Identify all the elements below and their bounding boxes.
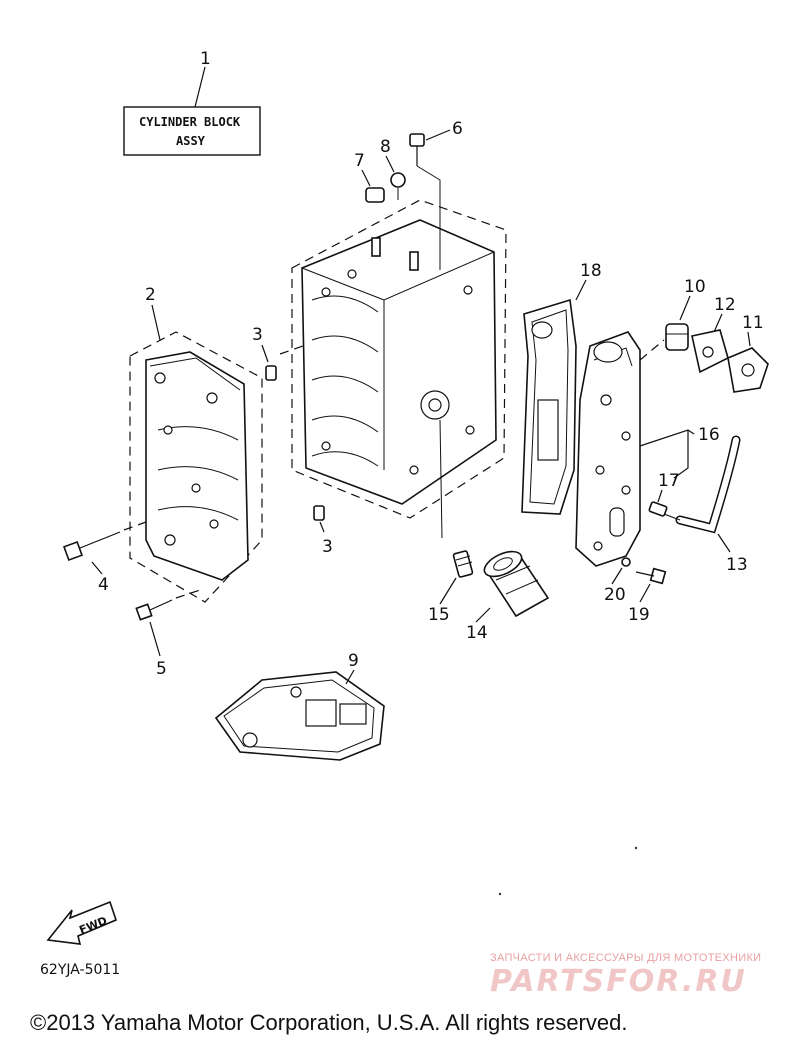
plug-6 <box>409 133 425 166</box>
bolt-19 <box>635 567 667 585</box>
bolt-5 <box>135 599 173 621</box>
callout-20: 20 <box>604 585 626 605</box>
watermark-tagline: ЗАПЧАСТИ И АКСЕССУАРЫ ДЛЯ МОТОТЕХНИКИ <box>490 952 762 964</box>
callout-14: 14 <box>466 623 488 643</box>
title-box-line2: ASSY <box>176 134 206 148</box>
washer-20 <box>621 557 631 567</box>
callout-3-lower: 3 <box>322 537 333 557</box>
callout-9: 9 <box>348 651 359 671</box>
parts-diagram: 1 CYLINDER BLOCK ASSY 2 3 3 4 <box>46 49 769 945</box>
cylinder-block-title-box <box>123 106 261 156</box>
callout-17: 17 <box>658 471 680 491</box>
callout-10: 10 <box>684 277 706 297</box>
callout-16: 16 <box>698 425 720 445</box>
gasket-9 <box>214 671 385 761</box>
oil-filter-14 <box>483 550 550 618</box>
callout-18: 18 <box>580 261 602 281</box>
callout-2: 2 <box>145 285 156 305</box>
callout-3-upper: 3 <box>252 325 263 345</box>
dowel-pin-upper <box>265 365 277 381</box>
bolt-4 <box>63 531 121 561</box>
title-box-line1: CYLINDER BLOCK <box>139 115 241 129</box>
callout-12: 12 <box>714 295 736 315</box>
gasket-8 <box>390 172 406 188</box>
dowel-pin-lower <box>313 505 325 521</box>
callout-11: 11 <box>742 313 764 333</box>
callout-4: 4 <box>98 575 109 595</box>
cylinder-block <box>291 199 507 539</box>
diagram-code: 62YJA-5011 <box>40 962 121 978</box>
plug-7 <box>365 187 385 203</box>
cylinder-head <box>129 331 263 603</box>
copyright-notice: ©2013 Yamaha Motor Corporation, U.S.A. A… <box>30 1010 628 1035</box>
callout-15: 15 <box>428 605 450 625</box>
union-bolt-15 <box>452 550 474 578</box>
cover-11 <box>727 347 769 393</box>
watermark-logo: PARTSFOR.RU <box>490 964 747 999</box>
gasket-18 <box>521 298 577 515</box>
exhaust-cover-16 <box>575 331 641 567</box>
callout-13: 13 <box>726 555 748 575</box>
callout-5: 5 <box>156 659 167 679</box>
callout-1: 1 <box>200 49 211 69</box>
callout-6: 6 <box>452 119 463 139</box>
callout-19: 19 <box>628 605 650 625</box>
callout-8: 8 <box>380 137 391 157</box>
fwd-arrow-icon: FWD <box>46 900 117 945</box>
fitting-17 <box>648 501 681 521</box>
callout-7: 7 <box>354 151 365 171</box>
gasket-12 <box>691 329 729 374</box>
thermostat-10 <box>665 323 689 351</box>
